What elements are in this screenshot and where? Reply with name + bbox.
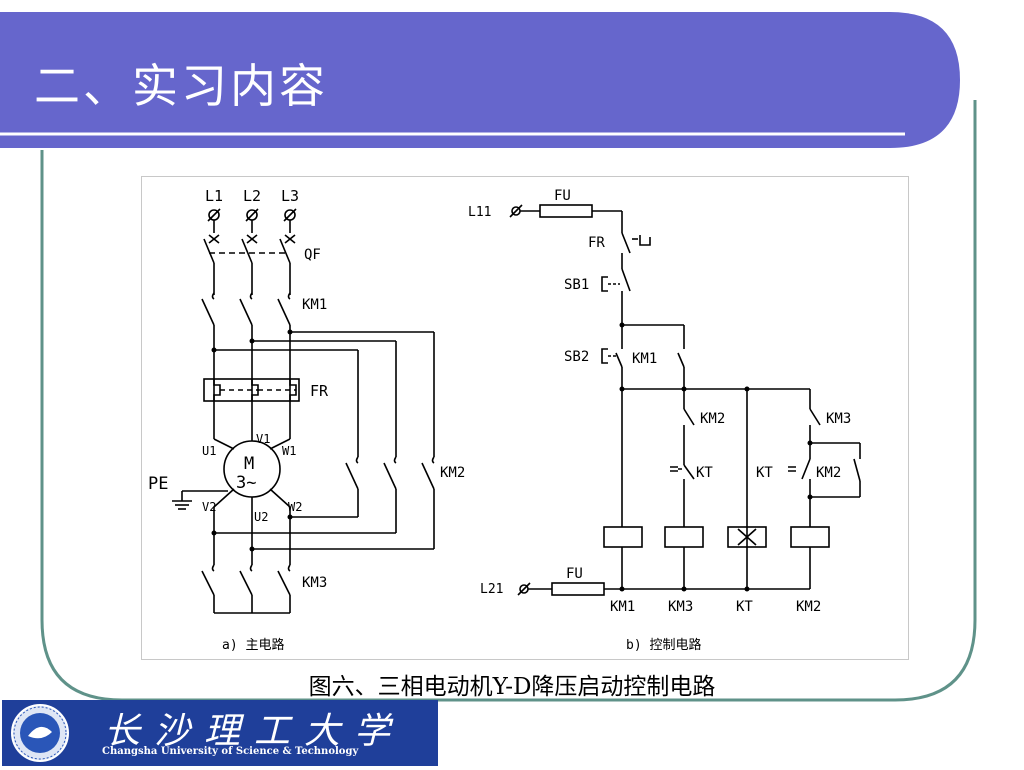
label-km3-main: KM3 (302, 575, 327, 591)
label-u2: U2 (254, 510, 268, 524)
label-fr-control: FR (588, 235, 605, 251)
label-v1: V1 (256, 432, 270, 446)
label-qf: QF (304, 247, 321, 263)
label-km2-main: KM2 (440, 465, 465, 481)
university-logo: 长沙理工大学 Changsha University of Science & … (2, 700, 438, 766)
label-sb1: SB1 (564, 277, 589, 293)
title-band (0, 12, 960, 148)
label-km3-nc: KM3 (826, 411, 851, 427)
label-v2: V2 (202, 500, 216, 514)
label-km2-hold: KM2 (816, 465, 841, 481)
frame-border (40, 100, 977, 702)
university-emblem-icon (11, 704, 69, 762)
label-km1-main: KM1 (302, 297, 327, 313)
slide-title: 二、实习内容 (34, 59, 328, 113)
label-coil-km1: KM1 (610, 599, 635, 615)
label-kt-left: KT (696, 465, 713, 481)
logo-name-cn: 长沙理工大学 (104, 711, 405, 752)
label-sb2: SB2 (564, 349, 589, 365)
logo-name-en: Changsha University of Science & Technol… (102, 746, 359, 757)
label-u1: U1 (202, 444, 216, 458)
figure-caption: 图六、三相电动机Y-D降压启动控制电路 (308, 674, 716, 700)
label-coil-kt: KT (736, 599, 753, 615)
label-w1: W1 (282, 444, 296, 458)
label-fu-top: FU (554, 188, 571, 204)
label-kt-right: KT (756, 465, 773, 481)
label-pe: PE (148, 474, 168, 494)
label-l2: L2 (243, 187, 261, 205)
circuit-diagram: L1 L2 L3 QF KM1 FR M 3~ U1 V1 W1 V2 U2 W… (141, 176, 909, 660)
label-coil-km3: KM3 (668, 599, 693, 615)
label-coil-km2: KM2 (796, 599, 821, 615)
label-l3: L3 (281, 187, 299, 205)
label-fu-bottom: FU (566, 566, 583, 582)
label-l1: L1 (205, 187, 223, 205)
label-motor-phase: 3~ (236, 473, 256, 493)
label-l21: L21 (480, 582, 503, 597)
label-l11: L11 (468, 205, 491, 220)
label-km2-nc: KM2 (700, 411, 725, 427)
label-km1-hold: KM1 (632, 351, 657, 367)
label-motor: M (244, 454, 254, 474)
label-w2: W2 (288, 500, 302, 514)
label-fr-main: FR (310, 382, 329, 400)
caption-control-circuit: b) 控制电路 (626, 637, 701, 653)
caption-main-circuit: a) 主电路 (222, 637, 284, 653)
